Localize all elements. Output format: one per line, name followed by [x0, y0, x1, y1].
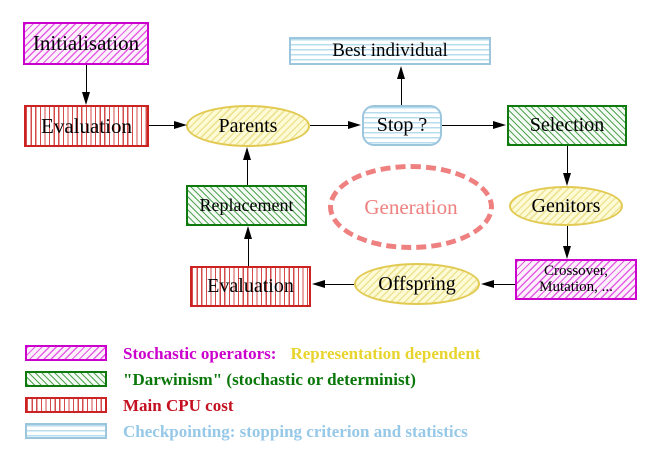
generation-label: Generation [364, 194, 458, 219]
arrowhead-up-icon [243, 147, 251, 160]
arrowhead-right-icon [493, 121, 506, 129]
legend-swatch-checkpointing [25, 423, 107, 439]
legend-swatch-main-cpu-cost [25, 397, 107, 413]
legend-swatch-stochastic-operators [25, 345, 107, 361]
node-replacement: Replacement [186, 185, 307, 226]
node-crossover-mutation: Crossover, Mutation, ... [515, 259, 637, 300]
arrow-line [86, 65, 87, 93]
node-evaluation-bottom: Evaluation [190, 266, 311, 307]
node-evaluation-top: Evaluation [24, 105, 149, 147]
arrowhead-up-icon [244, 226, 252, 239]
node-offspring: Offspring [354, 263, 480, 305]
arrow-line [442, 125, 494, 126]
legend-label-stochastic-secondary: Representation dependent [290, 344, 481, 363]
legend-swatch-darwinism [25, 371, 107, 387]
arrowhead-down-icon [82, 92, 90, 105]
arrowhead-right-icon [174, 121, 187, 129]
arrowhead-down-icon [563, 173, 571, 186]
crossover-line2: Mutation, ... [539, 278, 613, 295]
arrow-line [494, 284, 515, 285]
node-selection: Selection [507, 105, 627, 146]
node-stop: Stop ? [362, 105, 442, 146]
node-parents: Parents [186, 105, 310, 147]
arrowhead-left-icon [481, 280, 494, 288]
arrowhead-up-icon [397, 66, 405, 79]
node-best-individual: Best individual [289, 37, 491, 65]
legend-label-stochastic-operators: Stochastic operators: Representation depe… [123, 344, 480, 364]
generation-loop-ellipse: Generation [328, 164, 494, 250]
legend-label-darwinism: "Darwinism" (stochastic or determinist) [123, 370, 416, 389]
arrowhead-right-icon [348, 121, 361, 129]
legend-label-checkpointing: Checkpointing: stopping criterion and st… [123, 422, 468, 441]
arrow-line [310, 125, 349, 126]
legend-label-stochastic-primary: Stochastic operators: [123, 344, 277, 363]
arrow-line [247, 160, 248, 185]
arrow-line [401, 79, 402, 105]
node-initialisation: Initialisation [23, 22, 149, 65]
arrow-line [567, 146, 568, 174]
legend-label-main-cpu-cost: Main CPU cost [123, 396, 234, 415]
arrow-line [325, 284, 354, 285]
arrowhead-down-icon [563, 246, 571, 259]
node-genitors: Genitors [509, 186, 623, 226]
crossover-line1: Crossover, [544, 262, 608, 279]
arrow-line [567, 226, 568, 247]
arrow-line [248, 239, 249, 266]
arrowhead-left-icon [312, 280, 325, 288]
arrow-line [149, 125, 175, 126]
